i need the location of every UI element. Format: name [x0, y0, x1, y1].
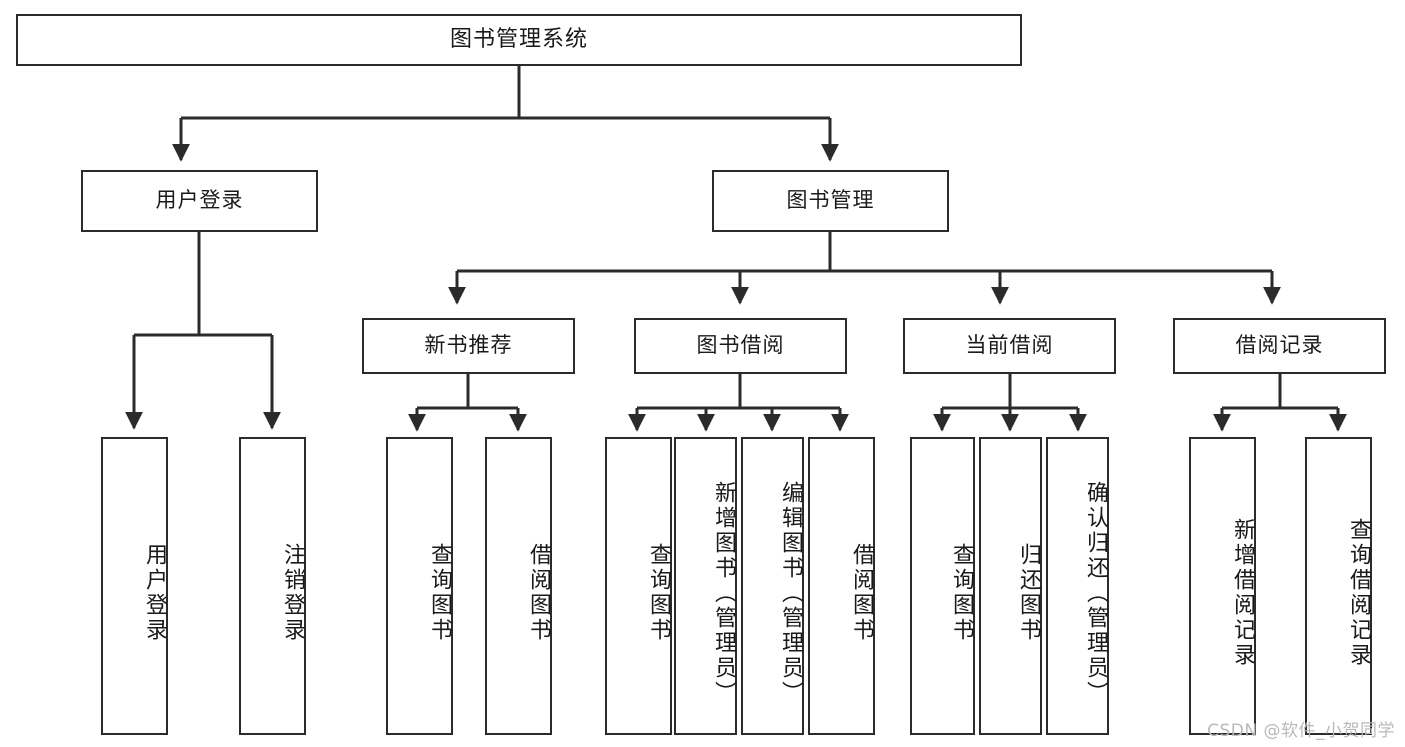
node-leaf-edit-book[interactable]: 编辑图书（管理员） [741, 437, 804, 735]
node-user-login-label: 用户登录 [155, 188, 244, 213]
node-leaf-user-logout-label: 注销登录 [280, 543, 305, 643]
node-leaf-confirm-return-label: 确认归还（管理员） [1083, 480, 1108, 706]
node-current-borrow[interactable]: 当前借阅 [903, 318, 1116, 374]
node-leaf-borrow-book-1[interactable]: 借阅图书 [485, 437, 552, 735]
node-leaf-query-book-3[interactable]: 查询图书 [910, 437, 975, 735]
node-leaf-return-book-label: 归还图书 [1016, 543, 1041, 643]
node-leaf-confirm-return[interactable]: 确认归还（管理员） [1046, 437, 1109, 735]
node-book-management-label: 图书管理 [786, 188, 875, 213]
node-leaf-return-book[interactable]: 归还图书 [979, 437, 1042, 735]
node-leaf-query-record[interactable]: 查询借阅记录 [1305, 437, 1372, 735]
node-current-borrow-label: 当前借阅 [965, 333, 1054, 358]
node-leaf-borrow-book-2[interactable]: 借阅图书 [808, 437, 875, 735]
node-borrow-record[interactable]: 借阅记录 [1173, 318, 1386, 374]
node-leaf-user-logout[interactable]: 注销登录 [239, 437, 306, 735]
node-user-login[interactable]: 用户登录 [81, 170, 318, 232]
node-leaf-query-book-3-label: 查询图书 [949, 543, 974, 643]
node-leaf-query-book-2-label: 查询图书 [646, 543, 671, 643]
node-borrow-record-label: 借阅记录 [1235, 333, 1324, 358]
node-leaf-user-login[interactable]: 用户登录 [101, 437, 168, 735]
node-root[interactable]: 图书管理系统 [16, 14, 1022, 66]
node-book-management[interactable]: 图书管理 [712, 170, 949, 232]
node-leaf-query-book-1-label: 查询图书 [427, 543, 452, 643]
node-leaf-add-record-label: 新增借阅记录 [1230, 518, 1255, 668]
node-leaf-user-login-label: 用户登录 [142, 543, 167, 643]
node-leaf-query-book-1[interactable]: 查询图书 [386, 437, 453, 735]
node-leaf-query-record-label: 查询借阅记录 [1346, 518, 1371, 668]
node-leaf-add-book[interactable]: 新增图书（管理员） [674, 437, 737, 735]
node-leaf-add-record[interactable]: 新增借阅记录 [1189, 437, 1256, 735]
node-book-borrow-label: 图书借阅 [696, 333, 785, 358]
node-leaf-query-book-2[interactable]: 查询图书 [605, 437, 672, 735]
node-leaf-edit-book-label: 编辑图书（管理员） [778, 480, 803, 706]
node-new-book-recommend-label: 新书推荐 [424, 333, 513, 358]
watermark: CSDN @软件_小贺同学 [1207, 721, 1395, 741]
node-book-borrow[interactable]: 图书借阅 [634, 318, 847, 374]
node-leaf-borrow-book-1-label: 借阅图书 [526, 543, 551, 643]
node-new-book-recommend[interactable]: 新书推荐 [362, 318, 575, 374]
node-leaf-add-book-label: 新增图书（管理员） [711, 480, 736, 706]
node-root-label: 图书管理系统 [449, 26, 588, 52]
node-leaf-borrow-book-2-label: 借阅图书 [849, 543, 874, 643]
